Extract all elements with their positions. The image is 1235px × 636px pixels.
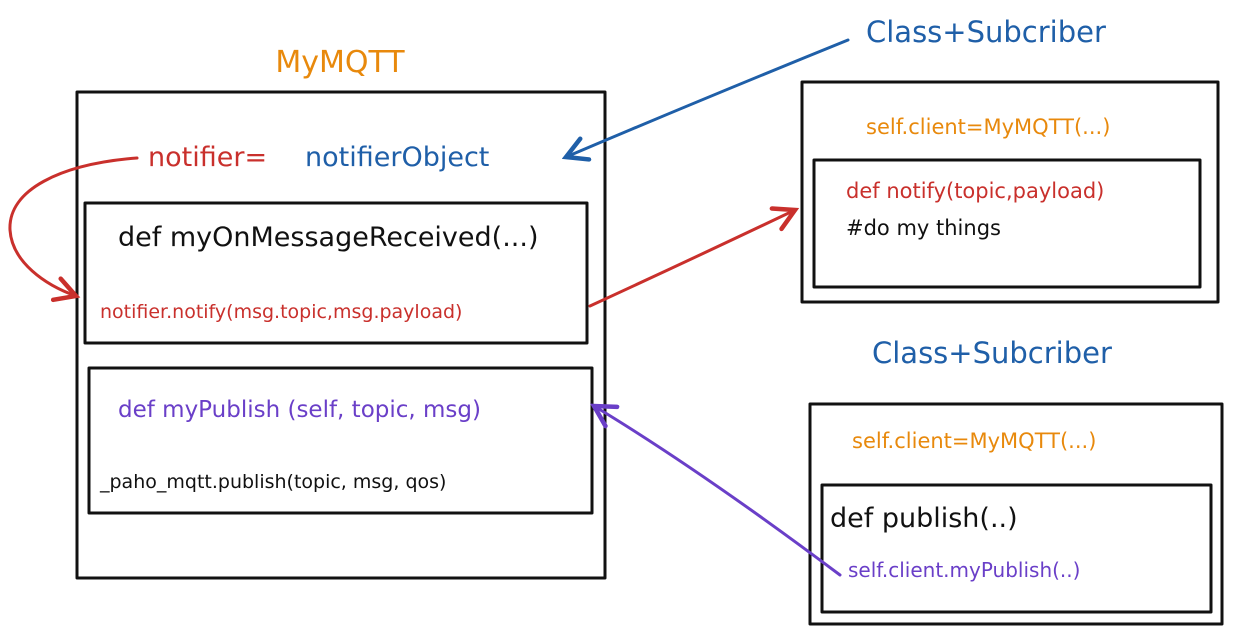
my-publish-call: self.client.myPublish(..) xyxy=(848,558,1080,582)
subscriber-bottom-client: self.client=MyMQTT(...) xyxy=(852,429,1096,453)
publish-def: def publish(..) xyxy=(830,503,1018,534)
notifier-to-on-message-arrow xyxy=(8,156,139,296)
subscriber-top-class-box xyxy=(800,80,1220,304)
subscriber-bottom-title: Class+Subcriber xyxy=(872,336,1112,370)
my-publish-method-box xyxy=(87,366,594,515)
publish-call-to-my-publish-arrow xyxy=(594,406,842,577)
subscriber-bottom-class-box xyxy=(808,402,1224,626)
on-message-method-box xyxy=(83,201,589,345)
subscriber-top-client: self.client=MyMQTT(...) xyxy=(866,115,1110,139)
paho-publish-call: _paho_mqtt.publish(topic, msg, qos) xyxy=(99,471,446,493)
subscriber-to-notifier-object-arrow xyxy=(566,38,850,157)
notify-body: #do my things xyxy=(846,216,1001,240)
notify-call-to-subscriber-arrow xyxy=(588,210,795,308)
my-publish-def: def myPublish (self, topic, msg) xyxy=(118,397,481,423)
on-message-def: def myOnMessageReceived(...) xyxy=(118,222,538,253)
mymqtt-title: MyMQTT xyxy=(275,45,405,80)
mymqtt-class-box xyxy=(75,90,607,580)
notify-def: def notify(topic,payload) xyxy=(846,179,1104,203)
notifier-object-label: notifierObject xyxy=(305,142,489,173)
notifier-notify-call: notifier.notify(msg.topic,msg.payload) xyxy=(100,301,462,323)
notifier-assign-label: notifier= xyxy=(148,142,267,173)
subscriber-top-title: Class+Subcriber xyxy=(866,15,1106,49)
notify-method-box xyxy=(812,158,1202,289)
publish-method-box xyxy=(820,483,1213,614)
